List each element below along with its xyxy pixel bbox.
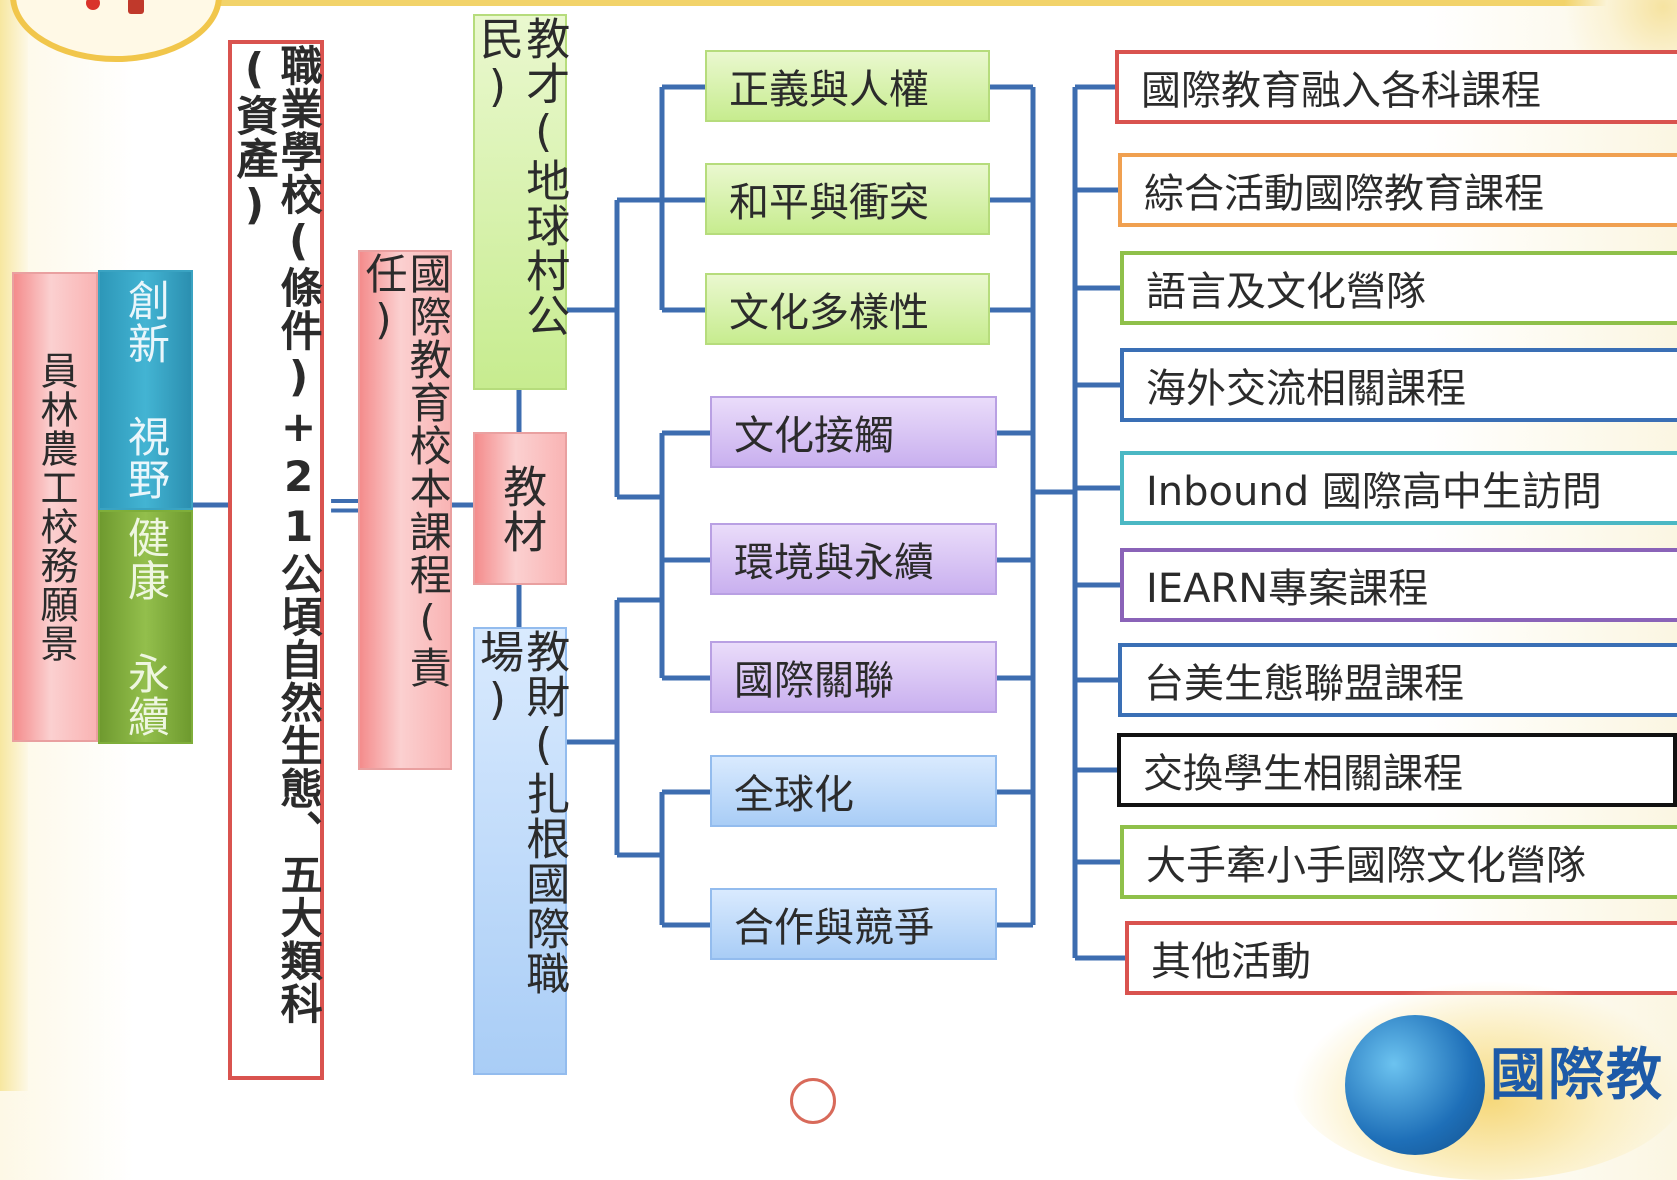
vision-innovation-label: 創新 視野	[121, 279, 171, 501]
vision-health-label: 健康 永續	[121, 516, 171, 738]
pillar-material-box: 教材	[473, 432, 567, 585]
theme-label: 環境與永續	[734, 540, 934, 586]
course-label: 語言及文化營隊	[1146, 269, 1426, 315]
course-label: 其他活動	[1151, 939, 1311, 985]
intl-edu-logo: 國際教	[1490, 1042, 1664, 1108]
theme-box: 全球化	[710, 755, 997, 827]
vision-school-label: 員林農工校務願景	[33, 351, 78, 663]
course-label: IEARN專案課程	[1146, 566, 1429, 612]
course-label: 國際教育融入各科課程	[1141, 68, 1541, 114]
theme-label: 正義與人權	[729, 67, 929, 113]
theme-box: 文化接觸	[710, 396, 997, 468]
vision-innovation-box: 創新 視野	[98, 270, 193, 510]
course-box: IEARN專案課程	[1120, 548, 1677, 622]
pillar-talent-label: 教才(地球村公民)	[472, 16, 570, 338]
course-box: 國際教育融入各科課程	[1115, 50, 1677, 124]
course-box: 大手牽小手國際文化營隊	[1120, 825, 1677, 899]
globe-icon	[1345, 1015, 1485, 1155]
logo-dot-icon	[86, 0, 100, 10]
pillar-wealth-box: 教財(扎根國際職場)	[472, 627, 570, 1075]
theme-box: 正義與人權	[705, 50, 990, 122]
theme-label: 國際關聯	[734, 658, 894, 704]
course-label: 海外交流相關課程	[1146, 366, 1466, 412]
course-box: Inbound 國際高中生訪問	[1120, 451, 1677, 525]
theme-box: 國際關聯	[710, 641, 997, 713]
theme-box: 和平與衝突	[705, 163, 990, 235]
base-conditions-box: 職業學校(條件)+21公頃自然生態、五大類科(資產)	[228, 40, 324, 1080]
logo-figure-icon	[128, 0, 144, 14]
course-box: 交換學生相關課程	[1117, 733, 1677, 807]
vision-school-box: 員林農工校務願景	[12, 272, 98, 742]
pillar-talent-box: 教才(地球村公民)	[472, 14, 570, 390]
course-box: 海外交流相關課程	[1120, 348, 1677, 422]
course-label: 大手牽小手國際文化營隊	[1146, 843, 1586, 889]
top-decoration-band	[0, 0, 1677, 6]
pillar-wealth-label: 教財(扎根國際職場)	[472, 629, 570, 996]
theme-label: 文化多樣性	[729, 290, 929, 336]
theme-box: 環境與永續	[710, 523, 997, 595]
equals-sign: =	[326, 477, 367, 533]
course-box: 語言及文化營隊	[1120, 251, 1677, 325]
curriculum-label: 國際教育校本課程(責任)	[359, 252, 453, 689]
seal-icon	[790, 1078, 836, 1124]
theme-label: 合作與競爭	[734, 905, 934, 951]
course-box: 台美生態聯盟課程	[1118, 643, 1677, 717]
course-box: 綜合活動國際教育課程	[1118, 153, 1677, 227]
course-label: 綜合活動國際教育課程	[1144, 171, 1544, 217]
theme-box: 文化多樣性	[705, 273, 990, 345]
theme-label: 和平與衝突	[729, 180, 929, 226]
course-label: Inbound 國際高中生訪問	[1146, 469, 1602, 515]
pillar-material-label: 教材	[495, 463, 547, 554]
course-label: 台美生態聯盟課程	[1144, 661, 1464, 707]
course-label: 交換學生相關課程	[1143, 751, 1463, 797]
base-conditions-label: 職業學校(條件)+21公頃自然生態、五大類科(資產)	[230, 44, 324, 1025]
theme-box: 合作與競爭	[710, 888, 997, 960]
theme-label: 全球化	[734, 772, 854, 818]
course-box: 其他活動	[1125, 921, 1677, 995]
curriculum-box: 國際教育校本課程(責任)	[358, 250, 452, 770]
theme-label: 文化接觸	[734, 413, 894, 459]
vision-health-box: 健康 永續	[98, 510, 193, 744]
